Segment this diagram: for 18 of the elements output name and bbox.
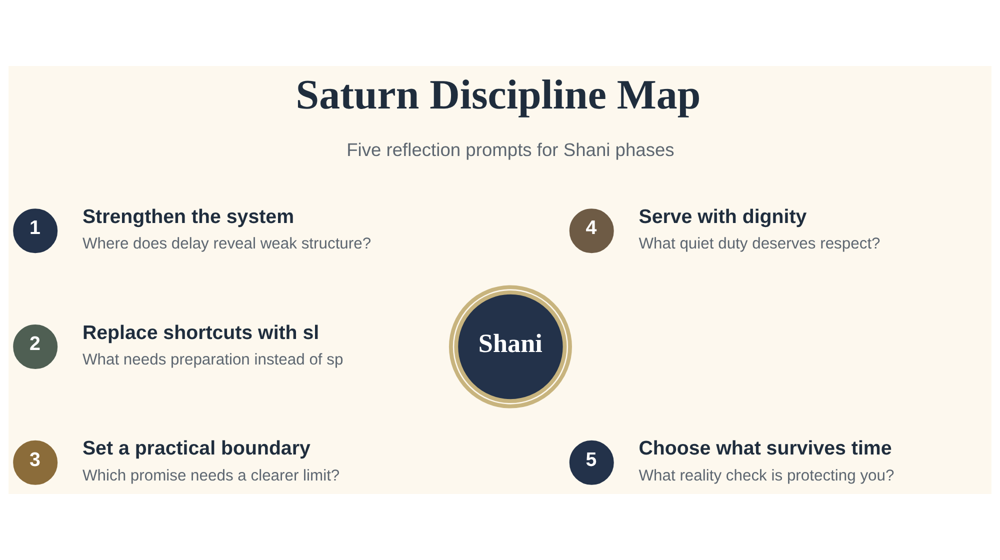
node-circle: 3 xyxy=(13,440,58,485)
node-circle: 5 xyxy=(569,440,614,485)
node-label: What quiet duty deserves respect? xyxy=(638,236,880,253)
diagram-title: Saturn Discipline Map xyxy=(296,72,701,119)
label: Five reflection prompts for Shani phases xyxy=(346,138,674,160)
node-label: What needs preparation instead of sp xyxy=(82,352,344,369)
node-circle: Shani xyxy=(448,285,572,408)
node-label: Serve with dignity xyxy=(638,206,807,228)
node-circle: 1 xyxy=(13,208,58,254)
node-label: Set a practical boundary xyxy=(82,438,310,460)
node-circle: 4 xyxy=(569,208,614,254)
node-circle: 2 xyxy=(13,324,58,369)
node-label: Strengthen the system xyxy=(82,206,294,228)
node-label: What reality check is protecting you? xyxy=(638,467,894,484)
node-label: Replace shortcuts with sl xyxy=(82,322,320,344)
node-label: Which promise needs a clearer limit? xyxy=(82,467,340,484)
node-label: Where does delay reveal weak structure? xyxy=(82,236,372,253)
node-label: Choose what survives time xyxy=(638,438,892,460)
